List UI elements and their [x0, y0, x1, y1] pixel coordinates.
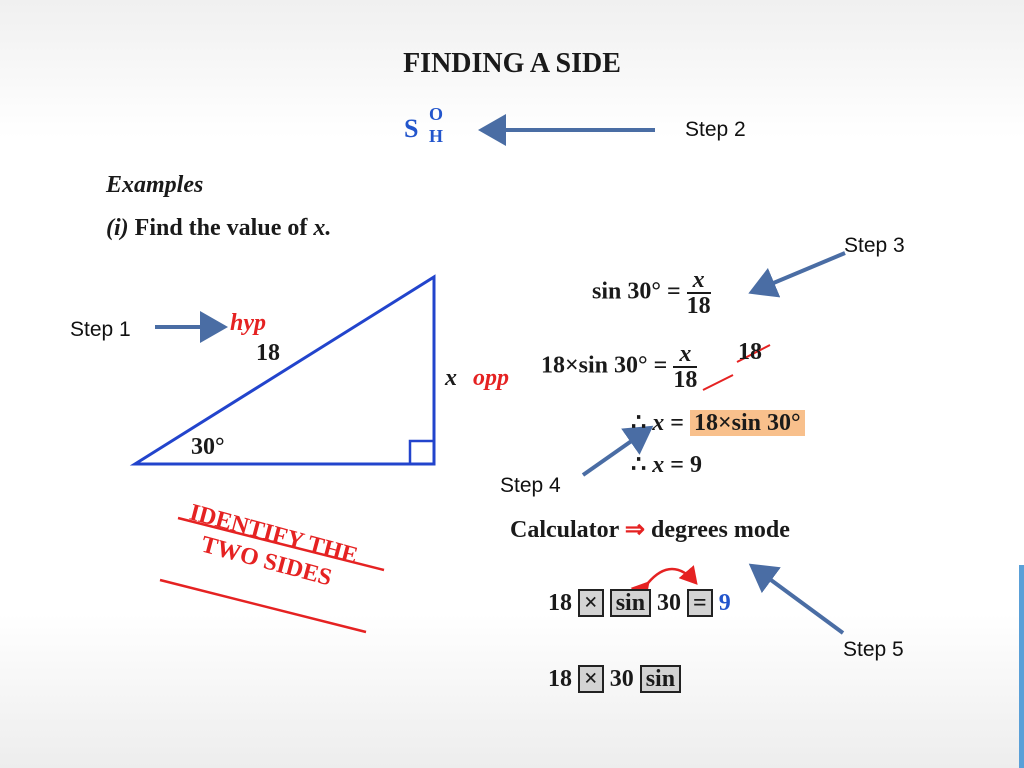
eq3-variable: x	[652, 410, 665, 436]
soh-h: H	[429, 126, 444, 146]
eq3-therefore: ∴	[631, 410, 647, 436]
eq4-variable: x	[652, 452, 665, 478]
question-number: (i)	[106, 215, 129, 241]
seq1-equals-key: =	[687, 589, 713, 617]
eq2-right: 18	[738, 339, 762, 365]
eq2-left: 18×sin 30° =	[541, 352, 668, 379]
question-variable: x.	[313, 215, 332, 241]
step1-label: Step 1	[70, 318, 131, 341]
eq1-numerator: x	[686, 268, 711, 294]
seq1-number-1: 18	[548, 590, 572, 616]
seq2-number-1: 18	[548, 666, 572, 692]
step2-label: Step 2	[685, 118, 746, 141]
examples-heading: Examples	[106, 172, 204, 198]
strike-1	[736, 344, 771, 363]
edge-bar	[1019, 565, 1024, 768]
equation-3: ∴ x = 18×sin 30°	[631, 408, 805, 437]
step5-label: Step 5	[843, 638, 904, 661]
step3-arrow	[748, 251, 846, 298]
eq1-left: sin 30° =	[592, 278, 681, 305]
seq2-sin-key: sin	[639, 665, 682, 693]
seq2-number-2: 30	[609, 666, 634, 692]
eq3-highlight: 18×sin 30°	[689, 410, 805, 436]
stamp-rule-bottom	[159, 578, 367, 634]
hyp-label: hyp	[230, 310, 266, 336]
soh-o: O	[429, 104, 444, 124]
soh-s: S	[404, 114, 419, 143]
right-triangle	[129, 274, 436, 466]
question: (i) Find the value of x.	[106, 215, 331, 242]
seq1-number-2: 30	[657, 590, 682, 616]
seq1-times-key: ×	[578, 589, 604, 617]
eq4-therefore: ∴	[631, 452, 647, 478]
equation-2: 18×sin 30° = x 18	[541, 342, 698, 393]
calculator-sequence-2: 18 × 30 sin	[548, 665, 682, 693]
hyp-value: 18	[256, 340, 280, 366]
step4-label: Step 4	[500, 474, 561, 497]
strike-2	[702, 374, 734, 391]
step4-arrow	[581, 425, 654, 477]
side-variable: x	[445, 365, 457, 391]
equation-1: sin 30° = x 18	[592, 268, 711, 318]
implies-arrow: ⇒	[624, 517, 645, 543]
stamp-rule-top	[177, 516, 385, 572]
eq1-denominator: 18	[686, 293, 711, 319]
equation-4: ∴ x = 9	[631, 450, 702, 479]
step3-label: Step 3	[844, 234, 905, 257]
calculator-mode: degrees mode	[651, 517, 790, 543]
calculator-sequence-1: 18 × sin 30 = 9	[548, 589, 731, 617]
seq1-result: 9	[718, 590, 731, 616]
angle-label: 30°	[191, 434, 225, 460]
question-text: Find the value of	[134, 215, 308, 241]
eq3-equals: =	[670, 410, 684, 436]
opp-label: opp	[473, 365, 509, 391]
seq2-times-key: ×	[578, 665, 604, 693]
right-angle-mark	[408, 439, 436, 466]
eq2-fraction: x 18	[673, 342, 698, 393]
page-title: FINDING A SIDE	[403, 48, 621, 79]
calculator-word: Calculator	[510, 517, 619, 543]
swap-arrow	[630, 565, 698, 601]
eq4-rest: = 9	[670, 452, 702, 478]
eq2-numerator: x	[673, 342, 698, 368]
eq2-denominator: 18	[673, 367, 698, 393]
triangle-outline	[129, 274, 436, 466]
eq1-fraction: x 18	[686, 268, 711, 319]
step5-arrow	[748, 563, 845, 635]
calculator-line: Calculator ⇒ degrees mode	[510, 515, 790, 544]
seq1-sin-key: sin	[609, 589, 652, 617]
